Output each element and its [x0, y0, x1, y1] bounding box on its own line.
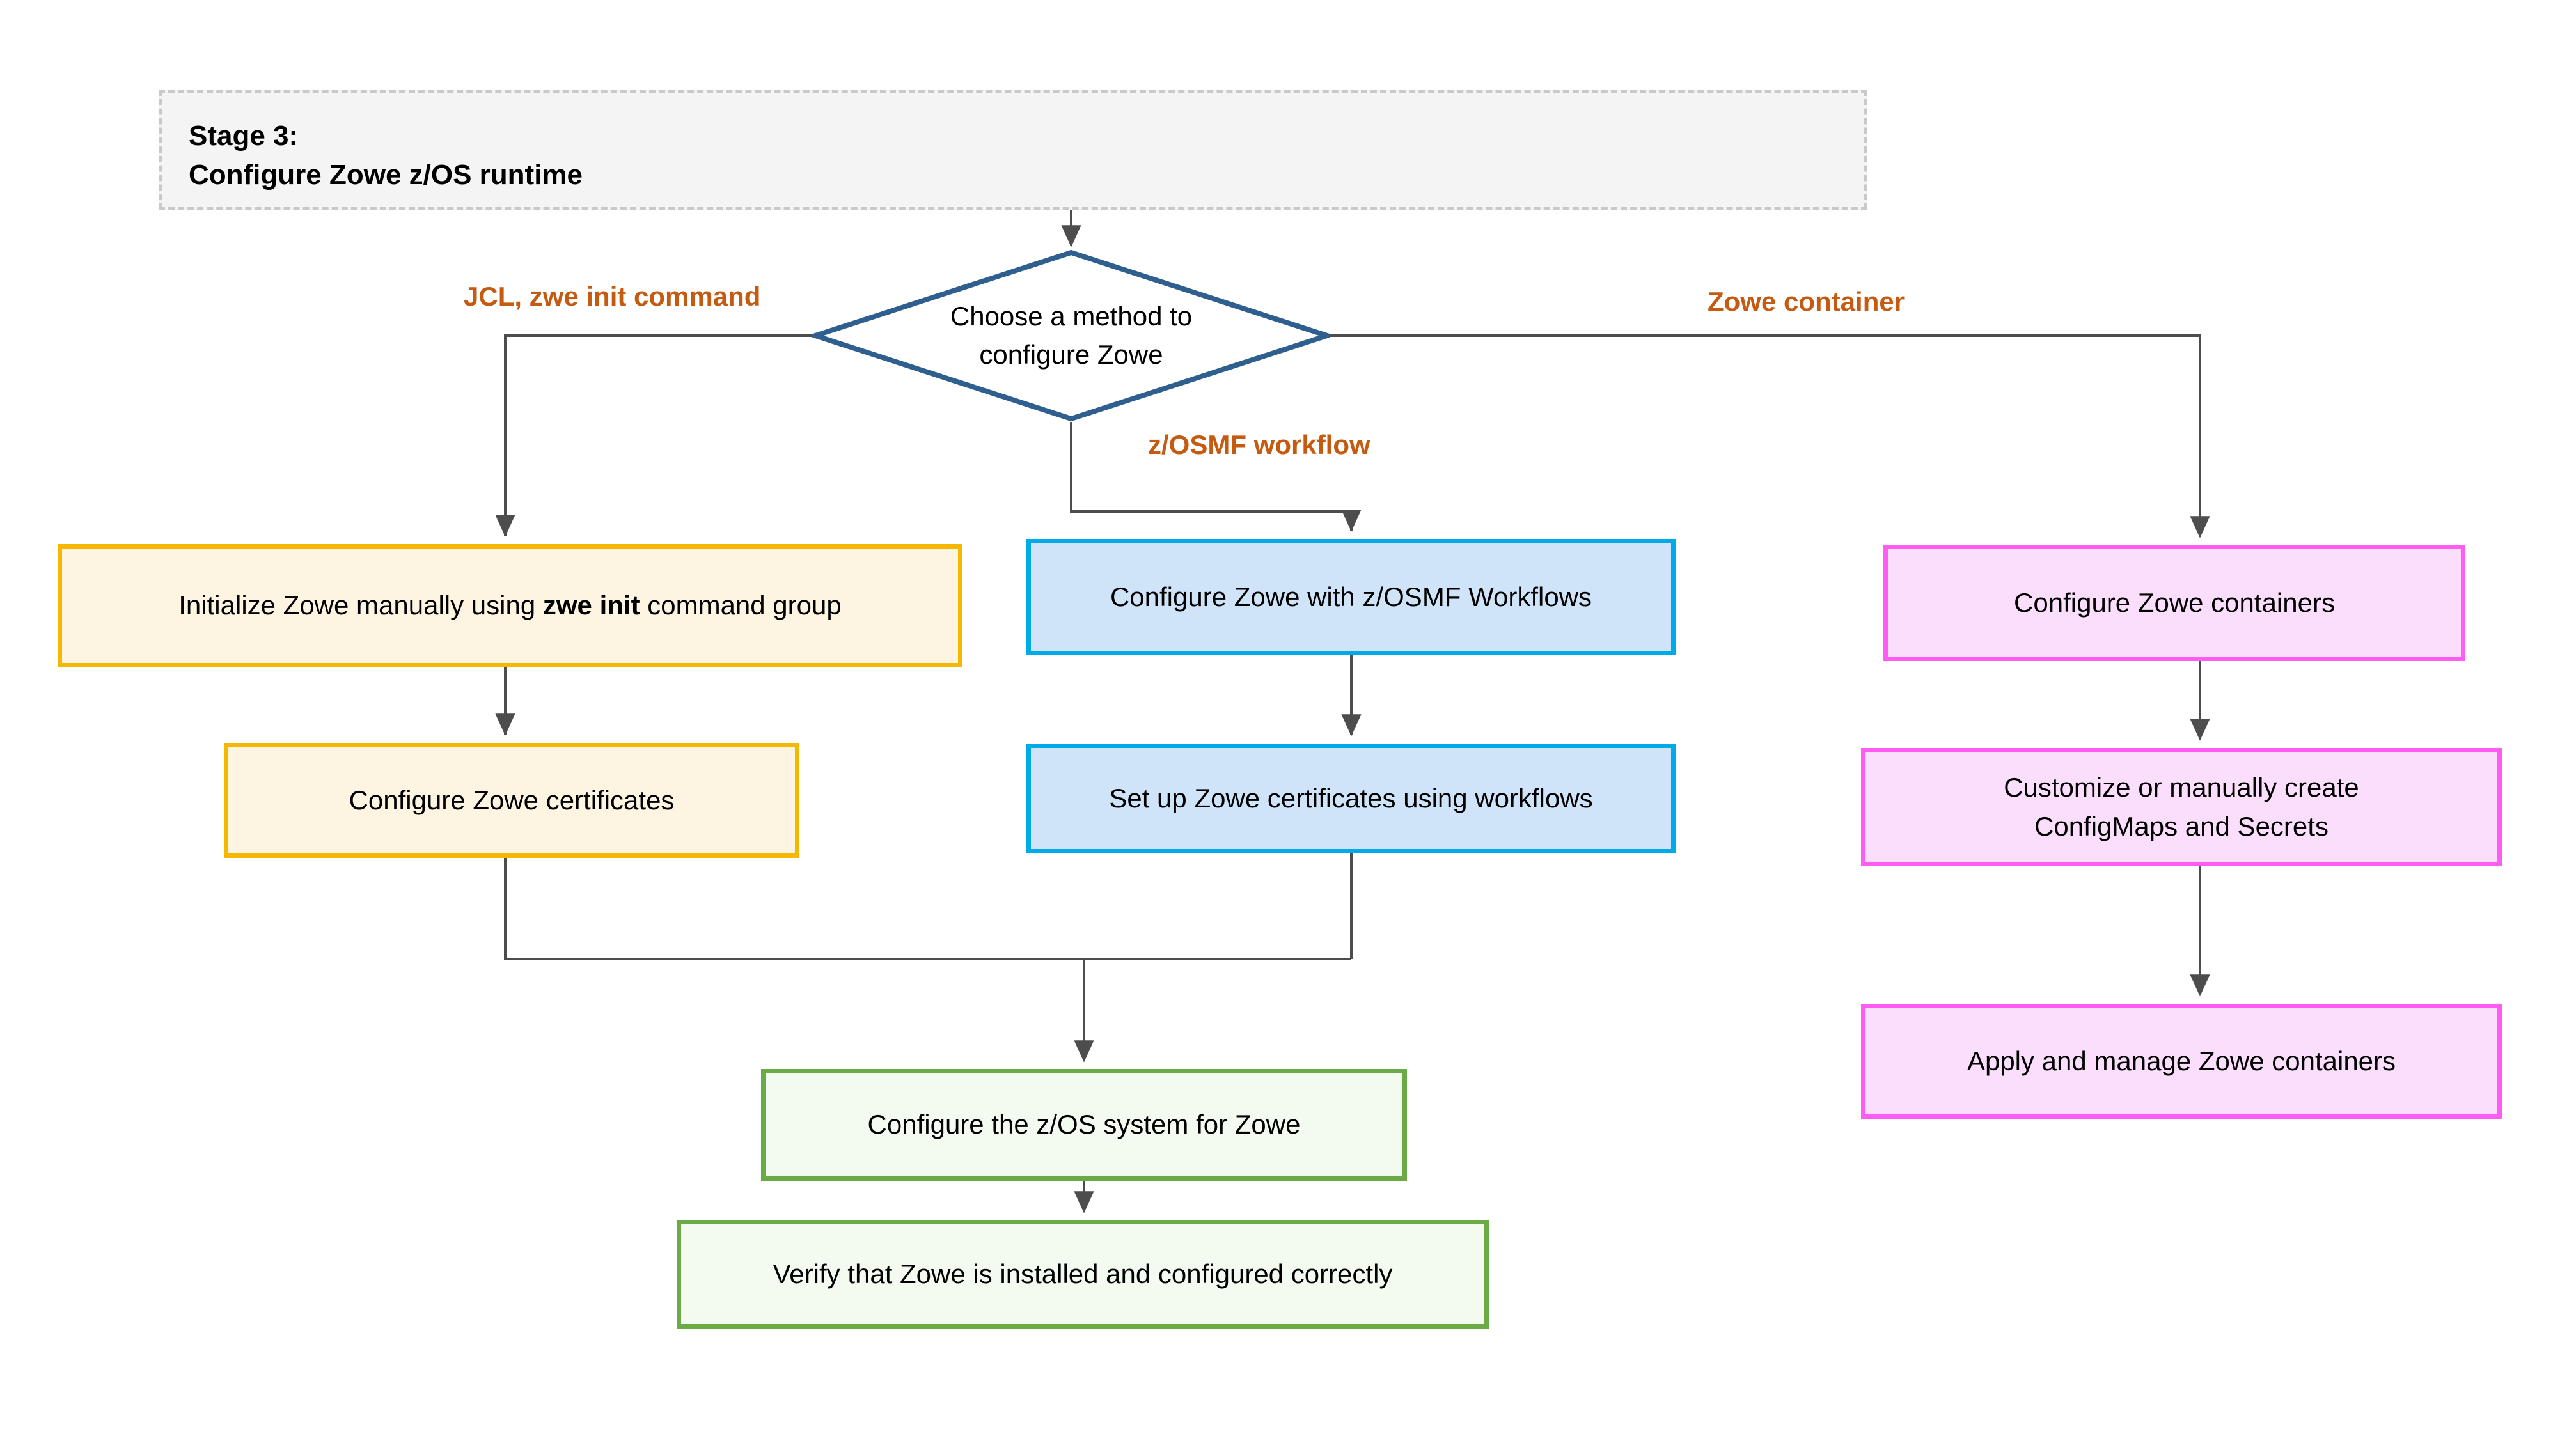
stage-header-box: Stage 3: Configure Zowe z/OS runtime: [159, 90, 1867, 210]
edge-decision-to-workflows: [1070, 422, 1362, 532]
branch-label-zosmf: z/OSMF workflow: [1148, 430, 1370, 460]
node-verify-zowe-installed-and-configured[interactable]: Verify that Zowe is installed and config…: [677, 1220, 1489, 1329]
decision-node: Choose a method to configure Zowe: [812, 249, 1330, 422]
decision-diamond-shape: [812, 249, 1330, 422]
branch-label-jcl: JCL, zwe init command: [464, 281, 761, 311]
decision-label: Choose a method to configure Zowe: [950, 301, 1193, 370]
node-customize-configmaps-and-secrets[interactable]: Customize or manually create ConfigMaps …: [1861, 748, 2502, 866]
edge-decision-to-init: [495, 334, 812, 537]
init-text-before: Initialize Zowe manually using: [178, 590, 543, 621]
node-apply-and-manage-zowe-containers[interactable]: Apply and manage Zowe containers: [1861, 1004, 2502, 1119]
init-text-bold: zwe init: [542, 590, 640, 621]
node-configure-zos-system-for-zowe[interactable]: Configure the z/OS system for Zowe: [761, 1069, 1407, 1181]
branch-label-container: Zowe container: [1708, 286, 1905, 316]
edge-decision-to-containers: [1330, 334, 2210, 538]
edge-yellow-merge: [504, 858, 1351, 960]
stage-header-title: Stage 3: Configure Zowe z/OS runtime: [189, 120, 583, 191]
node-initialize-zowe-manually[interactable]: Initialize Zowe manually using zwe init …: [58, 544, 962, 667]
node-initialize-zowe-manually-label: Initialize Zowe manually using zwe init …: [178, 586, 841, 625]
node-setup-zowe-certificates-using-workflows[interactable]: Set up Zowe certificates using workflows: [1026, 744, 1676, 853]
node-configure-zowe-certificates[interactable]: Configure Zowe certificates: [224, 743, 799, 858]
init-text-after: command group: [640, 590, 842, 621]
node-configure-zowe-containers[interactable]: Configure Zowe containers: [1883, 545, 2465, 661]
node-configure-zowe-with-zosmf-workflows[interactable]: Configure Zowe with z/OSMF Workflows: [1026, 539, 1676, 655]
